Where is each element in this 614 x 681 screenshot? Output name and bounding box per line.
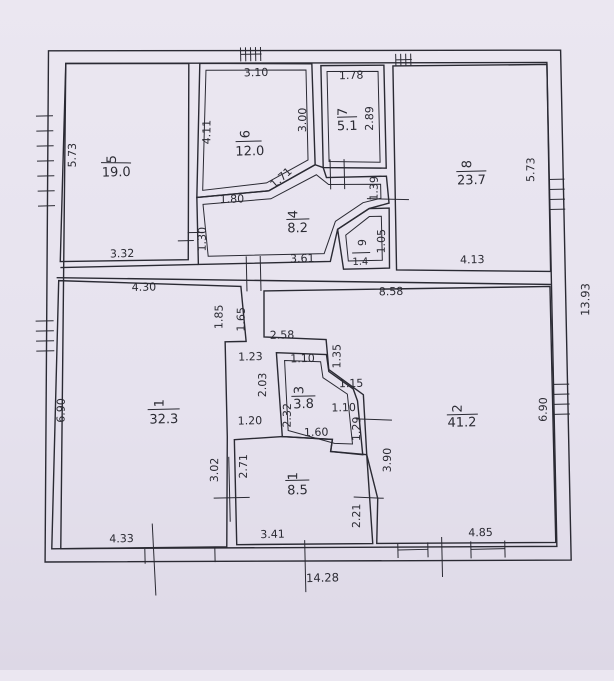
- dim-1-39: 1.39: [368, 176, 381, 201]
- room-2-area: 41.2: [447, 415, 476, 431]
- room-6-area: 12.0: [235, 144, 264, 160]
- area-underlines: [100, 114, 493, 485]
- dim-1-23: 1.23: [238, 350, 263, 364]
- dim-13-93: 13.93: [578, 283, 592, 316]
- room-1-large-number: 1: [152, 399, 167, 407]
- room-4-area: 8.2: [287, 221, 308, 236]
- dim-2-89: 2.89: [363, 106, 376, 131]
- dim-3-32: 3.32: [110, 247, 135, 261]
- dim-6-90-right: 6.90: [537, 397, 550, 422]
- dim-14-28: 14.28: [306, 570, 339, 585]
- dim-1-05: 1.05: [375, 229, 388, 254]
- dim-1-65: 1.65: [234, 307, 247, 332]
- dim-1-29: 1.29: [350, 416, 363, 441]
- dim-3-02: 3.02: [208, 458, 221, 483]
- dim-1-10-b: 1.10: [331, 401, 356, 415]
- room-8-number: 8: [460, 160, 475, 168]
- room-2-number: 2: [451, 404, 466, 412]
- room-4-number: 4: [286, 210, 301, 218]
- dim-1-80: 1.80: [220, 192, 245, 206]
- dim-4-11: 4.11: [200, 120, 213, 145]
- room-9-area: 1.4: [352, 257, 368, 268]
- dim-4-33: 4.33: [109, 532, 134, 546]
- room-5-area: 19.0: [102, 165, 131, 181]
- dim-4-30: 4.30: [131, 280, 156, 294]
- dim-1-85: 1.85: [212, 305, 225, 330]
- dim-5-73-right: 5.73: [524, 157, 537, 182]
- dim-3-41: 3.41: [260, 528, 285, 542]
- room-9-number: 9: [356, 239, 369, 246]
- room-3-area: 3.8: [293, 397, 314, 412]
- dim-3-90: 3.90: [381, 448, 394, 473]
- room-labels: 5 19.0 6 12.0 7 5.1 8 23.7 4 8.2 9 1.4 1…: [100, 104, 493, 502]
- dim-2-32: 2.32: [281, 403, 294, 428]
- dim-4-85: 4.85: [468, 526, 493, 540]
- dim-8-58: 8.58: [379, 285, 404, 299]
- dim-6-90-left: 6.90: [55, 398, 68, 423]
- dim-2-58: 2.58: [270, 328, 295, 342]
- dim-2-21: 2.21: [350, 503, 363, 528]
- room-7-area: 5.1: [337, 119, 358, 134]
- room-1-large-area: 32.3: [149, 412, 178, 428]
- dim-3-00: 3.00: [296, 108, 309, 133]
- dim-1-10-a: 1.10: [290, 352, 315, 366]
- room-3-number: 3: [292, 386, 307, 394]
- dim-3-61: 3.61: [290, 252, 315, 266]
- dim-1-35: 1.35: [330, 344, 343, 369]
- room-2-outline: [263, 284, 556, 548]
- dim-2-03: 2.03: [256, 373, 269, 398]
- dim-1-30: 1.30: [196, 227, 209, 252]
- dim-1-78: 1.78: [339, 69, 364, 83]
- dim-1-20: 1.20: [238, 414, 263, 428]
- room-1-small-area: 8.5: [287, 483, 308, 498]
- dim-4-13: 4.13: [460, 253, 485, 267]
- dim-1-60: 1.60: [304, 426, 329, 440]
- dim-1-71: 1.71: [268, 165, 295, 191]
- dim-3-10: 3.10: [244, 66, 269, 80]
- room-7-number: 7: [336, 108, 351, 116]
- room-8-area: 23.7: [457, 173, 486, 189]
- room-1-small-number: 1: [286, 472, 301, 480]
- dim-1-15: 1.15: [339, 377, 364, 391]
- room-6-number: 6: [238, 130, 253, 138]
- room-5-number: 5: [105, 155, 120, 163]
- dim-2-71: 2.71: [237, 454, 250, 479]
- dim-5-73-left: 5.73: [66, 143, 79, 168]
